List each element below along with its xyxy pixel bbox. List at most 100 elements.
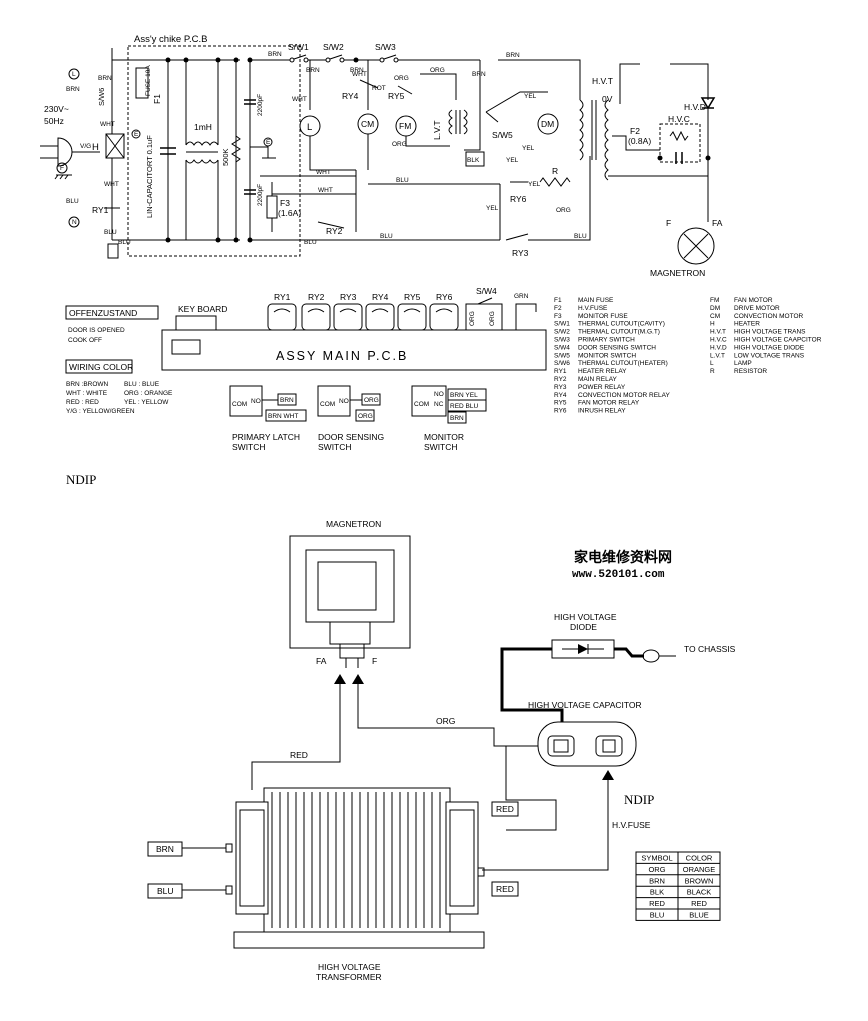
blu-wire-label-6: BLU — [380, 233, 393, 240]
blu-wire-label: BLU — [66, 198, 79, 205]
yel-wire-label: YEL — [524, 93, 537, 100]
pl-name: PRIMARY LATCH — [232, 432, 300, 442]
arrow-fa-icon — [334, 674, 346, 684]
hv-blu-label: BLU — [157, 886, 174, 896]
transformer-base — [233, 931, 485, 949]
ds-com: COM — [320, 401, 335, 408]
wiring-right-2: ORG : ORANGE — [124, 390, 173, 397]
org-wire-label-6: ORG — [489, 311, 496, 326]
watermark-top: NDIP — [66, 472, 96, 487]
ds-bottom: ORG — [358, 413, 373, 420]
legend-left-code: S/W4 — [554, 344, 570, 351]
legend-left-desc: MONITOR FUSE — [578, 313, 628, 320]
sw6-label: S/W6 — [97, 88, 106, 106]
brn-wire-label-4: BRN — [306, 67, 320, 74]
wiring-left-1: BRN :BROWN — [66, 381, 109, 388]
wht-wire-label-6: WHT — [318, 187, 333, 194]
cap-2200-top-label: 2200pF — [257, 94, 264, 116]
terminal-e2-icon — [263, 137, 273, 147]
terminal-f-icon — [56, 162, 68, 174]
ds-name2: SWITCH — [318, 442, 352, 452]
wht-wire-label-5: WHT — [316, 169, 331, 176]
hv-capacitor-body — [537, 721, 637, 767]
color-cell: ORANGE — [683, 865, 716, 874]
legend-left-desc: POWER RELAY — [578, 384, 626, 391]
brn-wire-label-7: BRN — [472, 71, 486, 78]
legend-left-code: RY6 — [554, 408, 567, 415]
mains-frequency: 50Hz — [44, 116, 64, 126]
offenzustand-block: OFFENZUSTAND DOOR IS OPENED COOK OFF — [65, 305, 159, 344]
choke-coil-icon — [185, 60, 219, 240]
legend-right-code: CM — [710, 313, 720, 320]
legend-left-code: S/W5 — [554, 352, 570, 359]
terminal-l-label: L — [72, 71, 76, 78]
relay-ry5-label: RY5 — [404, 292, 421, 302]
high-voltage-trans-icon — [579, 99, 609, 181]
hv-magnetron-label: MAGNETRON — [326, 519, 381, 529]
fa-label: FA — [712, 218, 723, 228]
wht-wire-label: WHT — [100, 121, 115, 128]
symbol-cell: BLU — [650, 911, 665, 920]
legend-left-code: RY1 — [554, 368, 567, 375]
brn-wire-label-5: BRN — [350, 67, 364, 74]
ms-name2: SWITCH — [424, 442, 458, 452]
legend-left-code: S/W2 — [554, 329, 570, 336]
ms-com: COM — [414, 401, 429, 408]
ds-top: ORG — [364, 397, 379, 404]
lvt-label: L.V.T — [432, 120, 442, 140]
legend-left-code: S/W6 — [554, 360, 570, 367]
legend-left-code: F3 — [554, 313, 562, 320]
sw3-label: S/W3 — [375, 42, 396, 52]
yel-wire-label-5: YEL — [528, 181, 541, 188]
brn-wire-label: BRN — [66, 86, 80, 93]
legend-right-code: L — [710, 360, 714, 367]
color-cell: RED — [691, 899, 707, 908]
plug-connector-icon — [107, 243, 119, 259]
hv-fuse-label: H.V.FUSE — [612, 820, 651, 830]
terminal-n-icon — [68, 216, 80, 228]
ground-icon — [54, 174, 72, 180]
magnetron-body — [289, 535, 411, 649]
symbol-cell: RED — [649, 899, 665, 908]
wht-wire-label-3: WHT — [352, 71, 367, 78]
grn-wire-label: GRN — [514, 293, 529, 300]
terminal-n-label: N — [72, 219, 77, 226]
blu-wire-label-3: BLU — [118, 239, 131, 246]
legend-left-desc: THERMAL CUTOUT(M.G.T) — [578, 329, 660, 336]
org-wire-label-5: ORG — [469, 311, 476, 326]
wiring-left-2: WHT : WHITE — [66, 390, 108, 397]
low-voltage-trans-icon — [448, 109, 468, 135]
hv-diagram: MAGNETRON FA F RED ORG HIGH VOLTAGE DIOD… — [147, 519, 736, 982]
wiring-color-title: WIRING COLOR — [69, 362, 133, 372]
ry5-label: RY5 — [388, 91, 405, 101]
brn-wire-label-6: BRN — [506, 52, 520, 59]
symbol-cell: ORG — [648, 865, 665, 874]
transformer-label-2: TRANSFORMER — [316, 972, 382, 982]
blk-wire-label: BLK — [467, 157, 480, 164]
hv-capacitor-label: HIGH VOLTAGE CAPACITOR — [528, 700, 642, 710]
magnetron-window — [317, 561, 377, 611]
blu-wire-box — [147, 883, 183, 899]
org-wire-label: ORG — [394, 75, 409, 82]
heater-label: H — [92, 142, 99, 153]
legend-left-desc: FAN MOTOR RELAY — [578, 400, 640, 407]
color-cell: BLUE — [689, 911, 709, 920]
wiring-left-3: RED : RED — [66, 399, 99, 406]
main-pcb-section: KEY BOARD ASSY MAIN P.C.B RY1 RY2 RY3 RY… — [161, 286, 547, 371]
pl-top: BRN — [280, 397, 294, 404]
legend-right-desc: HEATER — [734, 321, 760, 328]
hvc-box — [659, 123, 701, 163]
ry4-label: RY4 — [342, 91, 359, 101]
hv-org-label: ORG — [436, 716, 455, 726]
hv-red-top: RED — [290, 750, 308, 760]
color-cell: BROWN — [685, 876, 714, 885]
f1-label: F1 — [152, 94, 162, 104]
blu-wire-label-7: BLU — [574, 233, 587, 240]
conv-motor-label: CM — [361, 119, 374, 129]
monitor-switch: COM NO NC BRN YEL RED BLU BRN MONITOR SW… — [411, 385, 487, 452]
yel-wire-label-3: YEL — [506, 157, 519, 164]
brn-wire-label-2: BRN — [98, 75, 112, 82]
wht-wire-label-4: WHT — [292, 96, 307, 103]
org-wire-label-3: ORG — [430, 67, 445, 74]
